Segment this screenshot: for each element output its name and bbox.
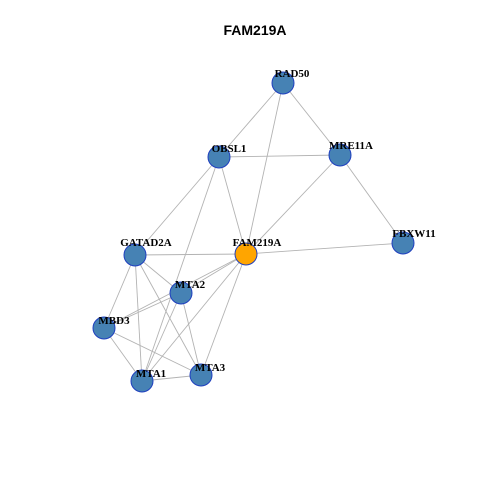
edge-fam219a-mta1 — [141, 253, 247, 382]
edge-obsl1-mre11a — [218, 154, 341, 158]
node-label-gatad2a: GATAD2A — [120, 237, 172, 249]
edge-rad50-obsl1 — [218, 82, 284, 158]
node-label-mbd3: MBD3 — [98, 315, 130, 327]
node-label-mta1: MTA1 — [136, 368, 166, 380]
node-mbd3 — [92, 316, 116, 340]
edge-mbd3-mta3 — [103, 327, 202, 376]
edge-layer — [103, 82, 404, 382]
diagram-title: FAM219A — [223, 22, 286, 38]
edge-obsl1-mta1 — [141, 156, 220, 382]
node-fbxw11 — [391, 231, 415, 255]
node-label-mta3: MTA3 — [195, 362, 226, 374]
edge-mta2-mta1 — [141, 292, 182, 382]
edge-mre11a-fam219a — [245, 154, 341, 255]
edge-rad50-fam219a — [245, 82, 284, 255]
node-label-mta2: MTA2 — [175, 279, 206, 291]
node-label-mre11a: MRE11A — [329, 140, 373, 152]
node-mta2 — [169, 281, 193, 305]
node-label-fam219a: FAM219A — [233, 237, 282, 249]
edge-fam219a-mta2 — [180, 253, 247, 294]
node-label-fbxw11: FBXW11 — [392, 228, 435, 240]
edge-fam219a-mta3 — [200, 253, 247, 376]
node-gatad2a — [123, 243, 147, 267]
node-layer — [92, 71, 415, 393]
edge-obsl1-fam219a — [218, 156, 247, 255]
node-obsl1 — [207, 145, 231, 169]
node-rad50 — [271, 71, 295, 95]
edge-mta2-mbd3 — [103, 292, 182, 329]
node-fam219a — [234, 242, 258, 266]
edge-rad50-mre11a — [282, 82, 341, 156]
edge-mta2-mta3 — [180, 292, 202, 376]
edge-gatad2a-mta1 — [134, 254, 143, 382]
edge-mre11a-fbxw11 — [339, 154, 404, 244]
node-label-rad50: RAD50 — [275, 68, 310, 80]
edge-gatad2a-mta3 — [134, 254, 202, 376]
node-label-obsl1: OBSL1 — [212, 143, 247, 155]
edge-gatad2a-mbd3 — [103, 254, 136, 329]
edge-obsl1-gatad2a — [134, 156, 220, 256]
node-mta1 — [130, 369, 154, 393]
edge-gatad2a-fam219a — [134, 253, 247, 256]
edge-fam219a-fbxw11 — [245, 242, 404, 255]
node-mre11a — [328, 143, 352, 167]
node-mta3 — [189, 363, 213, 387]
